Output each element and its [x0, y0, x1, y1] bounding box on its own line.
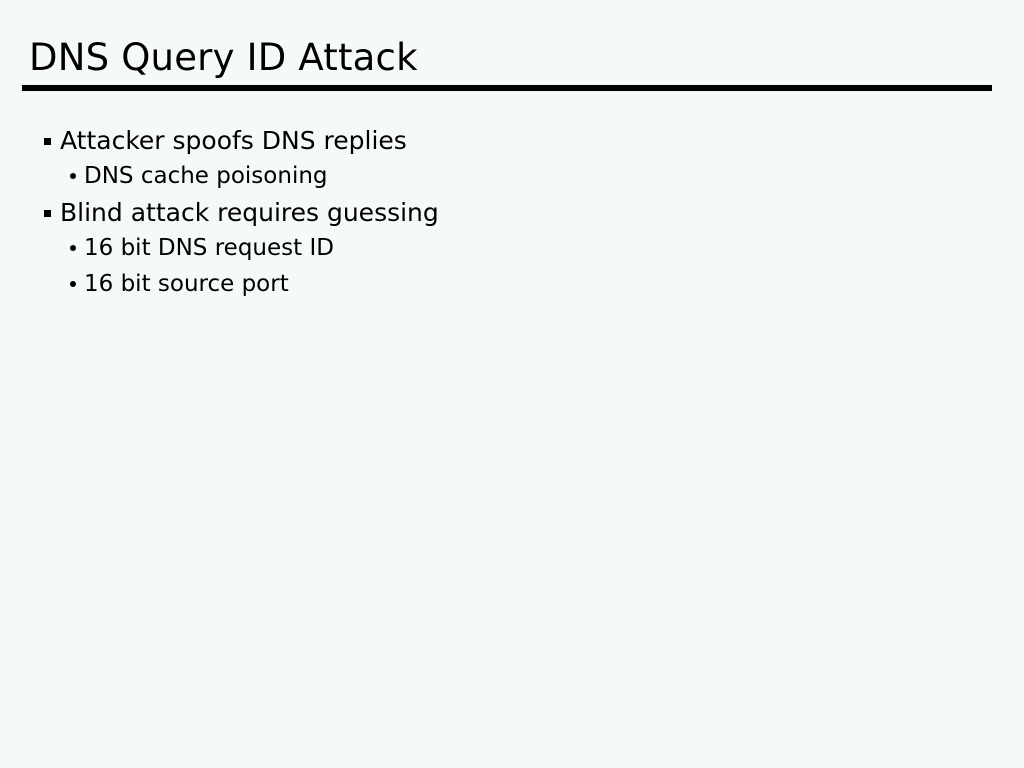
- list-item-label: Attacker spoofs DNS replies: [60, 126, 407, 155]
- list-item: 16 bit source port: [0, 270, 1024, 306]
- list-item: DNS cache poisoning: [0, 162, 1024, 198]
- dot-bullet-icon: [70, 281, 76, 287]
- list-item-label: Blind attack requires guessing: [60, 198, 439, 227]
- list-item-label: 16 bit DNS request ID: [84, 235, 334, 261]
- page-title: DNS Query ID Attack: [29, 36, 418, 79]
- dot-bullet-icon: [70, 245, 76, 251]
- title-underline-rule: [22, 85, 992, 91]
- list-item: 16 bit DNS request ID: [0, 234, 1024, 270]
- slide-title-area: DNS Query ID Attack: [0, 0, 1024, 95]
- square-bullet-icon: [44, 210, 51, 217]
- square-bullet-icon: [44, 138, 51, 145]
- slide-body-bullet-list: Attacker spoofs DNS replies DNS cache po…: [0, 126, 1024, 306]
- list-item-label: 16 bit source port: [84, 271, 289, 297]
- list-item: Attacker spoofs DNS replies: [0, 126, 1024, 162]
- dot-bullet-icon: [70, 173, 76, 179]
- list-item: Blind attack requires guessing: [0, 198, 1024, 234]
- list-item-label: DNS cache poisoning: [84, 163, 328, 189]
